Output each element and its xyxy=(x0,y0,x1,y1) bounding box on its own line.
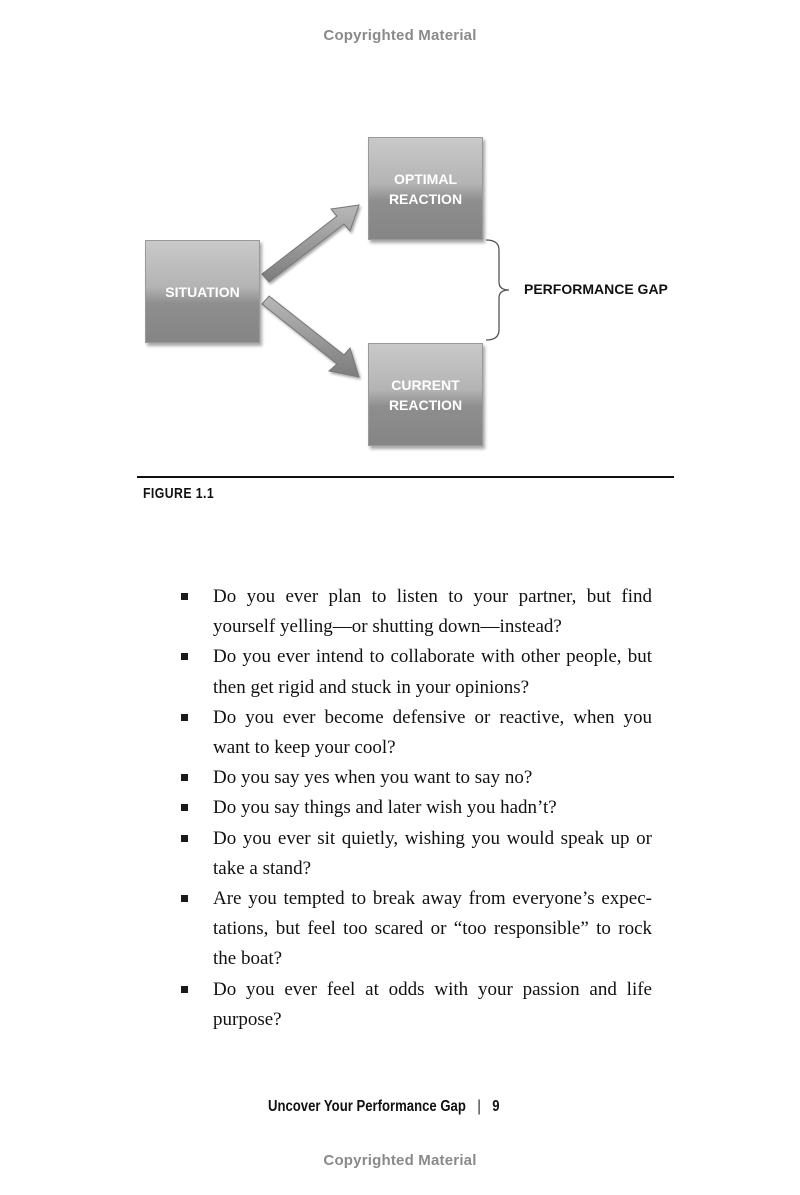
question-text: Do you ever sit quietly, wishing you wou… xyxy=(213,827,652,879)
current-reaction-box: CURRENT REACTION xyxy=(368,343,483,446)
list-item: Do you say yes when you want to say no? xyxy=(0,763,800,793)
square-bullet-icon xyxy=(181,834,188,842)
arrow-to-optimal-icon xyxy=(261,204,360,283)
page-footer: Uncover Your Performance Gap | 9 xyxy=(268,1098,500,1116)
square-bullet-icon xyxy=(181,774,188,782)
list-item: Do you ever become defensive or reactive… xyxy=(0,703,800,763)
list-item: Are you tempted to break away from every… xyxy=(0,884,800,975)
square-bullet-icon xyxy=(181,713,188,721)
running-chapter-title: Uncover Your Performance Gap xyxy=(268,1098,466,1115)
list-item: Do you say things and later wish you had… xyxy=(0,793,800,823)
list-item: Do you ever feel at odds with your passi… xyxy=(0,975,800,1035)
list-item: Do you ever plan to listen to your partn… xyxy=(0,582,800,642)
copyright-watermark-bottom: Copyrighted Material xyxy=(323,1152,477,1169)
performance-gap-brace-icon xyxy=(485,239,510,341)
performance-gap-figure: SITUATION OPTIMAL REACTION CURRENT REACT… xyxy=(0,0,800,480)
square-bullet-icon xyxy=(181,985,188,993)
question-text: Do you say yes when you want to say no? xyxy=(213,767,533,789)
page-number: 9 xyxy=(492,1098,500,1115)
question-text: Are you tempted to break away from every… xyxy=(213,888,652,970)
optimal-reaction-box: OPTIMAL REACTION xyxy=(368,137,483,240)
figure-caption: FIGURE 1.1 xyxy=(143,485,215,502)
square-bullet-icon xyxy=(181,593,188,600)
question-text: Do you ever plan to listen to your partn… xyxy=(213,586,652,638)
figure-divider xyxy=(137,476,674,478)
question-list: Do you ever plan to listen to your partn… xyxy=(0,582,800,1035)
square-bullet-icon xyxy=(181,653,188,661)
square-bullet-icon xyxy=(181,895,188,903)
copyright-watermark-top: Copyrighted Material xyxy=(323,27,477,44)
arrow-to-current-icon xyxy=(261,295,360,378)
square-bullet-icon xyxy=(181,804,188,812)
question-text: Do you say things and later wish you had… xyxy=(213,797,557,819)
question-text: Do you ever feel at odds with your passi… xyxy=(213,978,652,1030)
figure-connectors xyxy=(261,204,510,378)
list-item: Do you ever sit quietly, wishing you wou… xyxy=(0,824,800,884)
question-text: Do you ever become defensive or reactive… xyxy=(213,706,652,759)
performance-gap-label: PERFORMANCE GAP xyxy=(524,281,668,297)
footer-separator: | xyxy=(477,1098,481,1115)
list-item: Do you ever intend to collaborate with o… xyxy=(0,642,800,702)
question-text: Do you ever intend to collaborate with o… xyxy=(213,646,652,698)
situation-box: SITUATION xyxy=(145,240,260,343)
